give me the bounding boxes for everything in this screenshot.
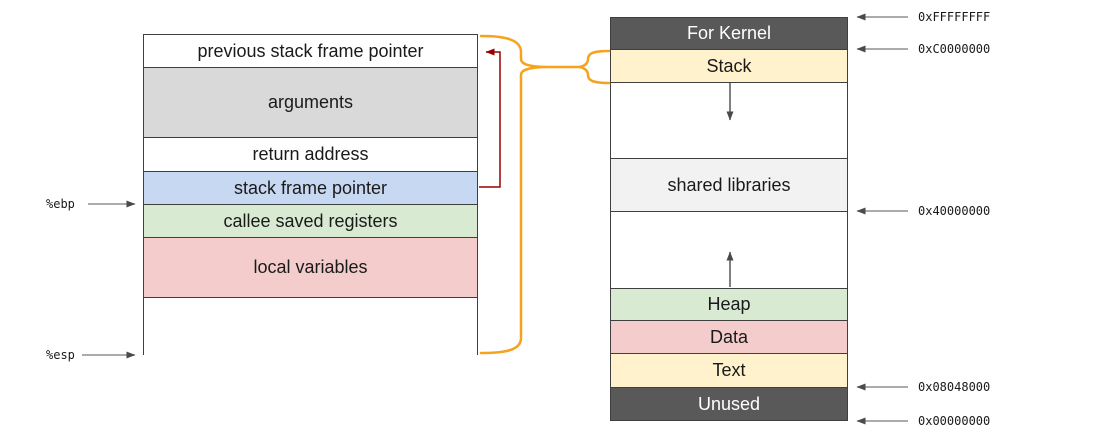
stack-frame-diagram: previous stack frame pointer arguments r… xyxy=(143,34,478,355)
address-label-0x00000000: 0x00000000 xyxy=(918,414,991,428)
frame-row-empty xyxy=(144,298,477,355)
mem-segment-for-kernel: For Kernel xyxy=(611,18,847,50)
mem-segment-stack-growth-gap xyxy=(611,83,847,159)
mem-segment-unused: Unused xyxy=(611,388,847,420)
stack-segment-brace xyxy=(578,49,611,85)
mem-segment-shared-libraries: shared libraries xyxy=(611,159,847,212)
address-label-0x40000000: 0x40000000 xyxy=(918,204,991,218)
frame-brace xyxy=(479,34,546,355)
mem-segment-text: Text xyxy=(611,354,847,388)
ebp-register-label: %ebp xyxy=(46,197,75,211)
frame-row-previous-stack-frame-pointer: previous stack frame pointer xyxy=(144,35,477,68)
mem-segment-heap: Heap xyxy=(611,289,847,321)
frame-row-return-address: return address xyxy=(144,138,477,172)
mem-segment-heap-growth-gap xyxy=(611,212,847,289)
memory-layout-diagram: For Kernel Stack shared libraries Heap D… xyxy=(610,17,848,421)
frame-row-local-variables: local variables xyxy=(144,238,477,298)
mem-segment-data: Data xyxy=(611,321,847,354)
mem-segment-stack: Stack xyxy=(611,50,847,83)
frame-pointer-arrow xyxy=(479,48,501,188)
address-label-0xffffffff: 0xFFFFFFFF xyxy=(918,10,991,24)
address-label-0xc0000000: 0xC0000000 xyxy=(918,42,991,56)
frame-row-arguments: arguments xyxy=(144,68,477,138)
frame-row-callee-saved-registers: callee saved registers xyxy=(144,205,477,238)
address-label-0x08048000: 0x08048000 xyxy=(918,380,991,394)
esp-register-label: %esp xyxy=(46,348,75,362)
frame-row-stack-frame-pointer: stack frame pointer xyxy=(144,172,477,205)
